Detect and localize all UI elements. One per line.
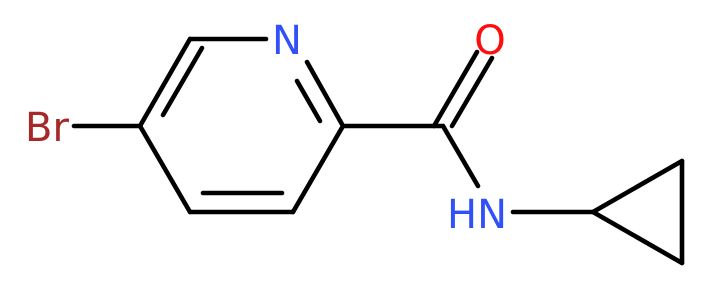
carboxamide-group xyxy=(340,49,495,189)
atom-label-bromine: Br xyxy=(25,105,69,151)
bond-c-n xyxy=(440,123,481,189)
bond-cp-1 xyxy=(590,158,685,215)
pyridine-ring xyxy=(137,36,346,215)
bond-n1-c2-inner xyxy=(294,78,323,124)
bond-c4-c5-inner xyxy=(160,45,205,118)
bond-c3-c4 xyxy=(137,36,193,129)
atom-label-amide-nh: HN xyxy=(447,192,507,238)
cyclopropyl-group xyxy=(510,158,685,266)
bond-cp-3 xyxy=(590,209,685,266)
atom-label-carbonyl-oxygen: O xyxy=(474,18,505,64)
bond-c2-c3 xyxy=(290,123,346,215)
bond-c-o-2 xyxy=(449,55,495,129)
bond-c-o-1 xyxy=(431,49,480,129)
bond-c4b-c5b xyxy=(137,123,193,215)
atom-label-ring-nitrogen: N xyxy=(272,18,302,64)
bond-n1-c2 xyxy=(304,59,346,129)
